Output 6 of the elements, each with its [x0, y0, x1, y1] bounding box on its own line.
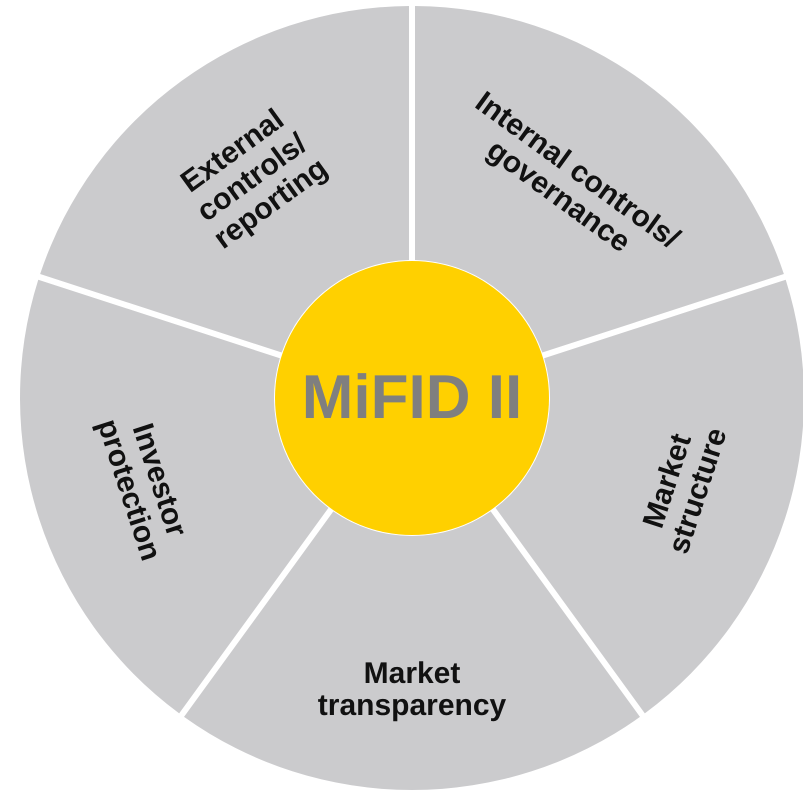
wheel-segment: [184, 511, 640, 790]
center-circle: [275, 261, 549, 535]
wheel-segment: [415, 6, 784, 353]
wheel-segment: [40, 6, 409, 353]
segment-label: Market transparency: [316, 658, 508, 722]
center-label: MiFID II: [302, 364, 522, 432]
